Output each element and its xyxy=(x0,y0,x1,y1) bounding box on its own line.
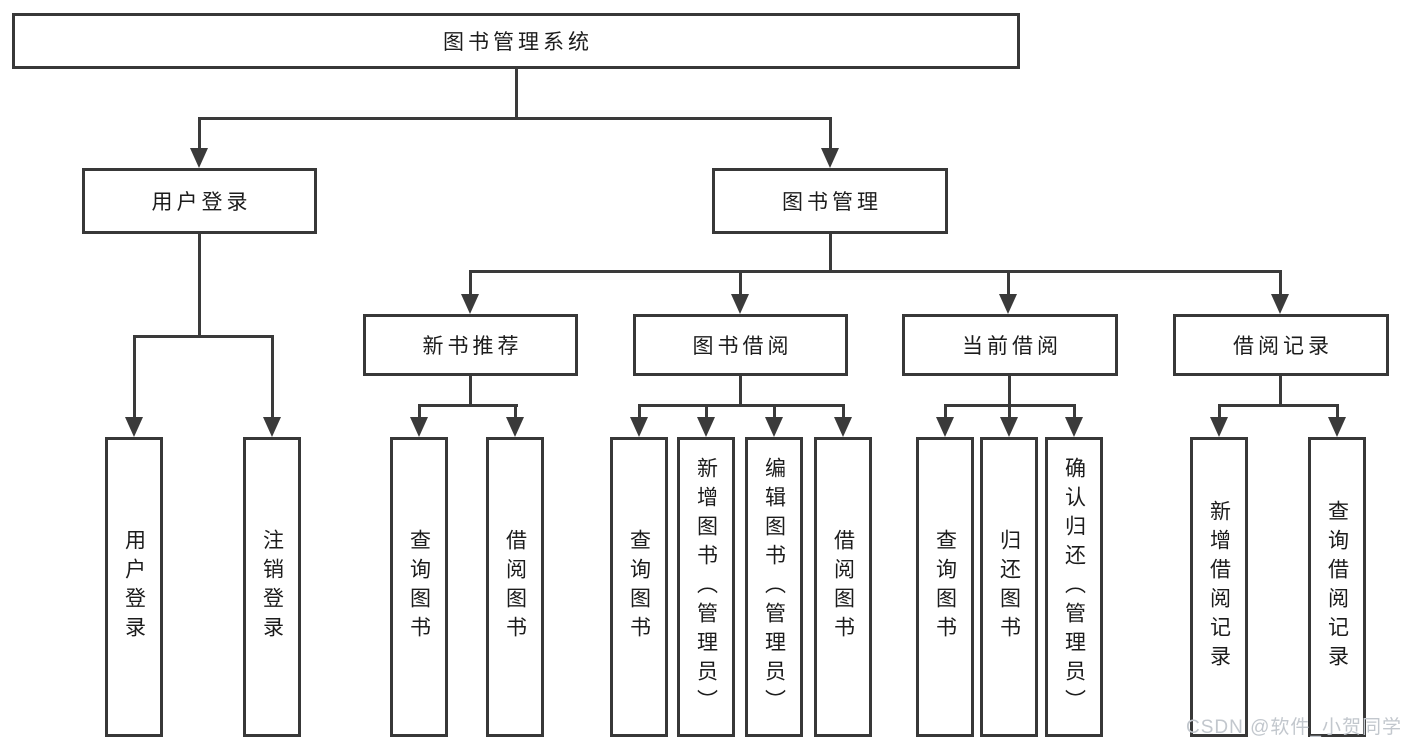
arrowhead-down-icon xyxy=(410,417,428,437)
csdn-watermark: CSDN @软件_小贺同学 xyxy=(1186,717,1402,738)
arrowhead-down-icon xyxy=(999,294,1017,314)
arrowhead-down-icon xyxy=(1271,294,1289,314)
connector-login-hbar xyxy=(133,335,274,338)
node-new-book-recommend: 新书推荐 xyxy=(363,314,578,376)
arrowhead-down-icon xyxy=(1065,417,1083,437)
arrowhead-down-icon xyxy=(1210,417,1228,437)
connector-borrow-stem xyxy=(638,404,641,421)
arrowhead-down-icon xyxy=(461,294,479,314)
arrowhead-down-icon xyxy=(1328,417,1346,437)
node-new-book-recommend-label: 新书推荐 xyxy=(422,335,523,358)
node-user-login-label: 用户登录 xyxy=(151,191,252,214)
arrowhead-down-icon xyxy=(630,417,648,437)
connector-newbook-trunk xyxy=(469,376,472,406)
connector-borrow-trunk xyxy=(739,376,742,406)
leaf-records-add: 新增借阅记录 xyxy=(1190,437,1248,737)
connector-current-stem xyxy=(1008,404,1011,421)
connector-borrow-stem xyxy=(773,404,776,421)
node-book-borrow-label: 图书借阅 xyxy=(692,335,793,358)
node-borrow-records: 借阅记录 xyxy=(1173,314,1389,376)
leaf-newbook-borrow: 借阅图书 xyxy=(486,437,544,737)
arrowhead-down-icon xyxy=(697,417,715,437)
arrowhead-down-icon xyxy=(263,417,281,437)
node-current-borrow-label: 当前借阅 xyxy=(962,335,1062,358)
connector-mgmt-stem xyxy=(1279,270,1282,296)
node-root-system: 图书管理系统 xyxy=(12,13,1020,69)
arrowhead-down-icon xyxy=(765,417,783,437)
arrowhead-down-icon xyxy=(936,417,954,437)
arrowhead-down-icon xyxy=(834,417,852,437)
node-book-management: 图书管理 xyxy=(712,168,948,234)
connector-mgmt-hbar xyxy=(469,270,1282,273)
connector-borrow-stem xyxy=(705,404,708,421)
arrowhead-down-icon xyxy=(1000,417,1018,437)
connector-current-trunk xyxy=(1008,376,1011,406)
connector-records-trunk xyxy=(1279,376,1282,406)
connector-records-stem xyxy=(1336,404,1339,421)
connector-root-hbar xyxy=(198,117,831,120)
connector-login-stem xyxy=(133,335,136,420)
leaf-records-query: 查询借阅记录 xyxy=(1308,437,1366,737)
connector-login-stem xyxy=(271,335,274,420)
connector-mgmt-stem xyxy=(739,270,742,296)
arrowhead-down-icon xyxy=(506,417,524,437)
leaf-logout: 注销登录 xyxy=(243,437,301,737)
leaf-borrow-borrow: 借阅图书 xyxy=(814,437,872,737)
leaf-borrow-query: 查询图书 xyxy=(610,437,668,737)
connector-root-stem-left xyxy=(198,117,201,150)
connector-records-hbar xyxy=(1218,404,1339,407)
connector-current-stem xyxy=(944,404,947,421)
connector-newbook-stem xyxy=(514,404,517,421)
connector-root-stem-right xyxy=(829,117,832,150)
arrowhead-down-icon xyxy=(821,148,839,168)
leaf-current-return: 归还图书 xyxy=(980,437,1038,737)
node-borrow-records-label: 借阅记录 xyxy=(1233,335,1333,358)
connector-newbook-hbar xyxy=(418,404,518,407)
leaf-borrow-add-admin: 新增图书（管理员） xyxy=(677,437,735,737)
connector-borrow-hbar xyxy=(638,404,845,407)
connector-current-stem xyxy=(1073,404,1076,421)
connector-newbook-stem xyxy=(418,404,421,421)
arrowhead-down-icon xyxy=(190,148,208,168)
node-current-borrow: 当前借阅 xyxy=(902,314,1118,376)
leaf-user-login: 用户登录 xyxy=(105,437,163,737)
connector-root-trunk xyxy=(515,69,518,119)
connector-mgmt-stem xyxy=(469,270,472,296)
leaf-current-confirm-admin: 确认归还（管理员） xyxy=(1045,437,1103,737)
node-root-label: 图书管理系统 xyxy=(443,31,593,54)
node-book-management-label: 图书管理 xyxy=(782,191,882,214)
connector-borrow-stem xyxy=(842,404,845,421)
connector-records-stem xyxy=(1218,404,1221,421)
connector-login-trunk xyxy=(198,234,201,337)
node-user-login: 用户登录 xyxy=(82,168,317,234)
node-book-borrow: 图书借阅 xyxy=(633,314,848,376)
connector-mgmt-stem xyxy=(1007,270,1010,296)
arrowhead-down-icon xyxy=(125,417,143,437)
arrowhead-down-icon xyxy=(731,294,749,314)
connector-mgmt-trunk xyxy=(829,234,832,272)
leaf-current-query: 查询图书 xyxy=(916,437,974,737)
leaf-newbook-query: 查询图书 xyxy=(390,437,448,737)
leaf-borrow-edit-admin: 编辑图书（管理员） xyxy=(745,437,803,737)
